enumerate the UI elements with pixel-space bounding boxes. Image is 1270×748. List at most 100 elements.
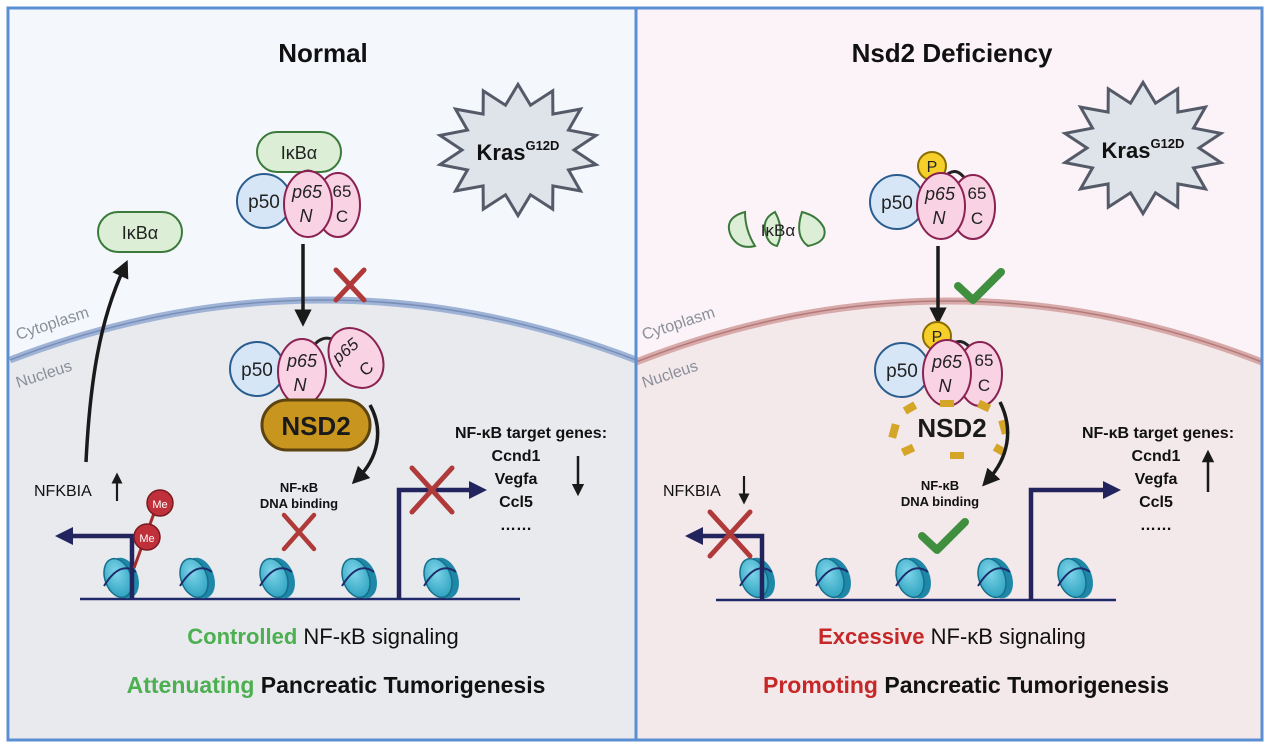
nuclear-membrane-inner-deficiency [635, 300, 1263, 363]
outcome-caption: Promoting Pancreatic Tumorigenesis [763, 672, 1169, 698]
gene-vegfa: Vegfa [1135, 471, 1178, 488]
signaling-qualifier: Controlled [187, 624, 297, 649]
dna-binding-arrow [351, 404, 380, 485]
nucleosome-icon [341, 557, 377, 599]
ikba-synthesis-arrow [84, 260, 129, 463]
p65-c-number: 65 [968, 184, 987, 203]
nuclear-p65-n-domain [922, 339, 972, 407]
gene-ccl5: Ccl5 [1139, 494, 1173, 511]
outcome-caption: Attenuating Pancreatic Tumorigenesis [127, 672, 546, 698]
gene-ellipsis: …… [500, 517, 532, 534]
nfkbia-promoter-arrow [55, 527, 135, 599]
p65-c-label: C [336, 207, 348, 226]
p65-n-label: N [300, 206, 314, 226]
transcription-blocked-cross-icon [707, 509, 753, 559]
p65-n-label: N [933, 208, 947, 228]
kras-name: Kras [477, 140, 526, 165]
gene-vegfa: Vegfa [495, 471, 538, 488]
nfkbia-label: NFKBIA [663, 483, 721, 500]
target-genes-title: NF-κB target genes: [455, 425, 607, 442]
kras-superscript: G12D [1150, 136, 1184, 151]
panel-title: Normal [278, 38, 368, 68]
p65-n-top: p65 [924, 184, 956, 204]
outcome-text: Pancreatic Tumorigenesis [878, 672, 1169, 698]
nuclear-p65-n-top: p65 [286, 351, 318, 371]
nucleosome-icon [815, 557, 851, 599]
kras-star-normal: KrasG12D [436, 81, 600, 219]
nfkbia-label: NFKBIA [34, 483, 92, 500]
nucleosome-icon [259, 557, 295, 599]
methyl-label: Me [139, 533, 154, 545]
nucleus-region-normal [10, 300, 636, 740]
kras-star-shape [436, 81, 600, 219]
nucleus-region-deficiency [636, 301, 1262, 740]
p65-c-number: 65 [333, 182, 352, 201]
p65-n-domain [916, 172, 966, 240]
p65-n-top: p65 [291, 182, 323, 202]
panel-deficiency-border [634, 6, 1264, 742]
outcome-qualifier: Promoting [763, 672, 878, 698]
outcome-qualifier: Attenuating [127, 672, 255, 698]
degraded-ikba-icon [727, 210, 826, 248]
methyl-mark-icon [146, 489, 174, 517]
phospho-label: P [927, 159, 938, 176]
target-genes-title: NF-κB target genes: [1082, 425, 1234, 442]
free-ikba-label: IκBα [122, 223, 158, 243]
p50-label: p50 [248, 192, 280, 213]
panel-title: Nsd2 Deficiency [852, 38, 1053, 68]
free-ikba-protein [97, 211, 183, 253]
nuclear-p65-n-label: N [939, 376, 953, 396]
dna-binding-arrow [982, 401, 1010, 487]
nuclear-p50-label: p50 [886, 361, 918, 382]
nucleosome-icon [423, 557, 459, 599]
methyl-mark-icon [133, 523, 161, 551]
nuclear-p65-c-domain [327, 327, 385, 389]
kras-label: KrasG12D [1102, 136, 1185, 163]
p65-n-domain [283, 170, 333, 238]
signaling-caption: Excessive NF-κB signaling [818, 624, 1086, 649]
nfkb-binding-line1: NF-κB [921, 478, 959, 493]
binding-blocked-cross-icon [281, 512, 317, 552]
degraded-ikba-label: IκBα [761, 221, 796, 240]
nucleosome-icon [1057, 557, 1093, 599]
panel-normal: Normal KrasG12D IκBα p50 65 C p65 N IκBα [6, 6, 638, 742]
nuclear-p65-n-label: N [294, 375, 308, 395]
kras-label: KrasG12D [477, 138, 560, 165]
gene-ellipsis: …… [1140, 517, 1172, 534]
nuclear-membrane-inner-normal [9, 299, 637, 361]
target-promoter-arrow [396, 481, 487, 599]
target-promoter-arrow [1028, 481, 1121, 600]
nsd2-label: NSD2 [281, 411, 350, 441]
nfkb-binding-line2: DNA binding [260, 496, 338, 511]
nucleosome-icon [179, 557, 215, 599]
transcription-blocked-cross-icon [409, 465, 455, 515]
p65-c-label: C [971, 209, 983, 228]
nuclear-p50-label: p50 [241, 360, 273, 381]
signaling-qualifier: Excessive [818, 624, 924, 649]
methyl-label: Me [152, 499, 167, 511]
signaling-caption: Controlled NF-κB signaling [187, 624, 458, 649]
p50-label: p50 [881, 193, 913, 214]
gene-ccl5: Ccl5 [499, 494, 533, 511]
kras-name: Kras [1102, 138, 1151, 163]
binding-check-icon [918, 518, 969, 554]
nfkb-binding-line2: DNA binding [901, 494, 979, 509]
kras-star-shape [1061, 79, 1225, 217]
gene-ccnd1: Ccnd1 [492, 448, 541, 465]
ikba-protein-complex [256, 131, 342, 173]
nfkb-binding-line1: NF-κB [280, 480, 318, 495]
nsd2-protein [260, 398, 372, 452]
nfkbia-promoter-arrow [685, 527, 765, 600]
nuclear-p65-n-domain [277, 338, 327, 406]
blocked-cross-icon [333, 267, 367, 303]
nuclear-p65-n-top: p65 [931, 352, 963, 372]
nucleosome-icon [895, 557, 931, 599]
allowed-check-icon [954, 268, 1005, 304]
gene-ccnd1: Ccnd1 [1132, 448, 1181, 465]
nucleosome-icon [977, 557, 1013, 599]
signaling-text: NF-κB signaling [925, 624, 1086, 649]
nuclear-p65-c-label: C [978, 376, 990, 395]
kras-superscript: G12D [525, 138, 559, 153]
panel-deficiency: Nsd2 Deficiency KrasG12D IκBα P p50 65 C… [634, 6, 1264, 742]
